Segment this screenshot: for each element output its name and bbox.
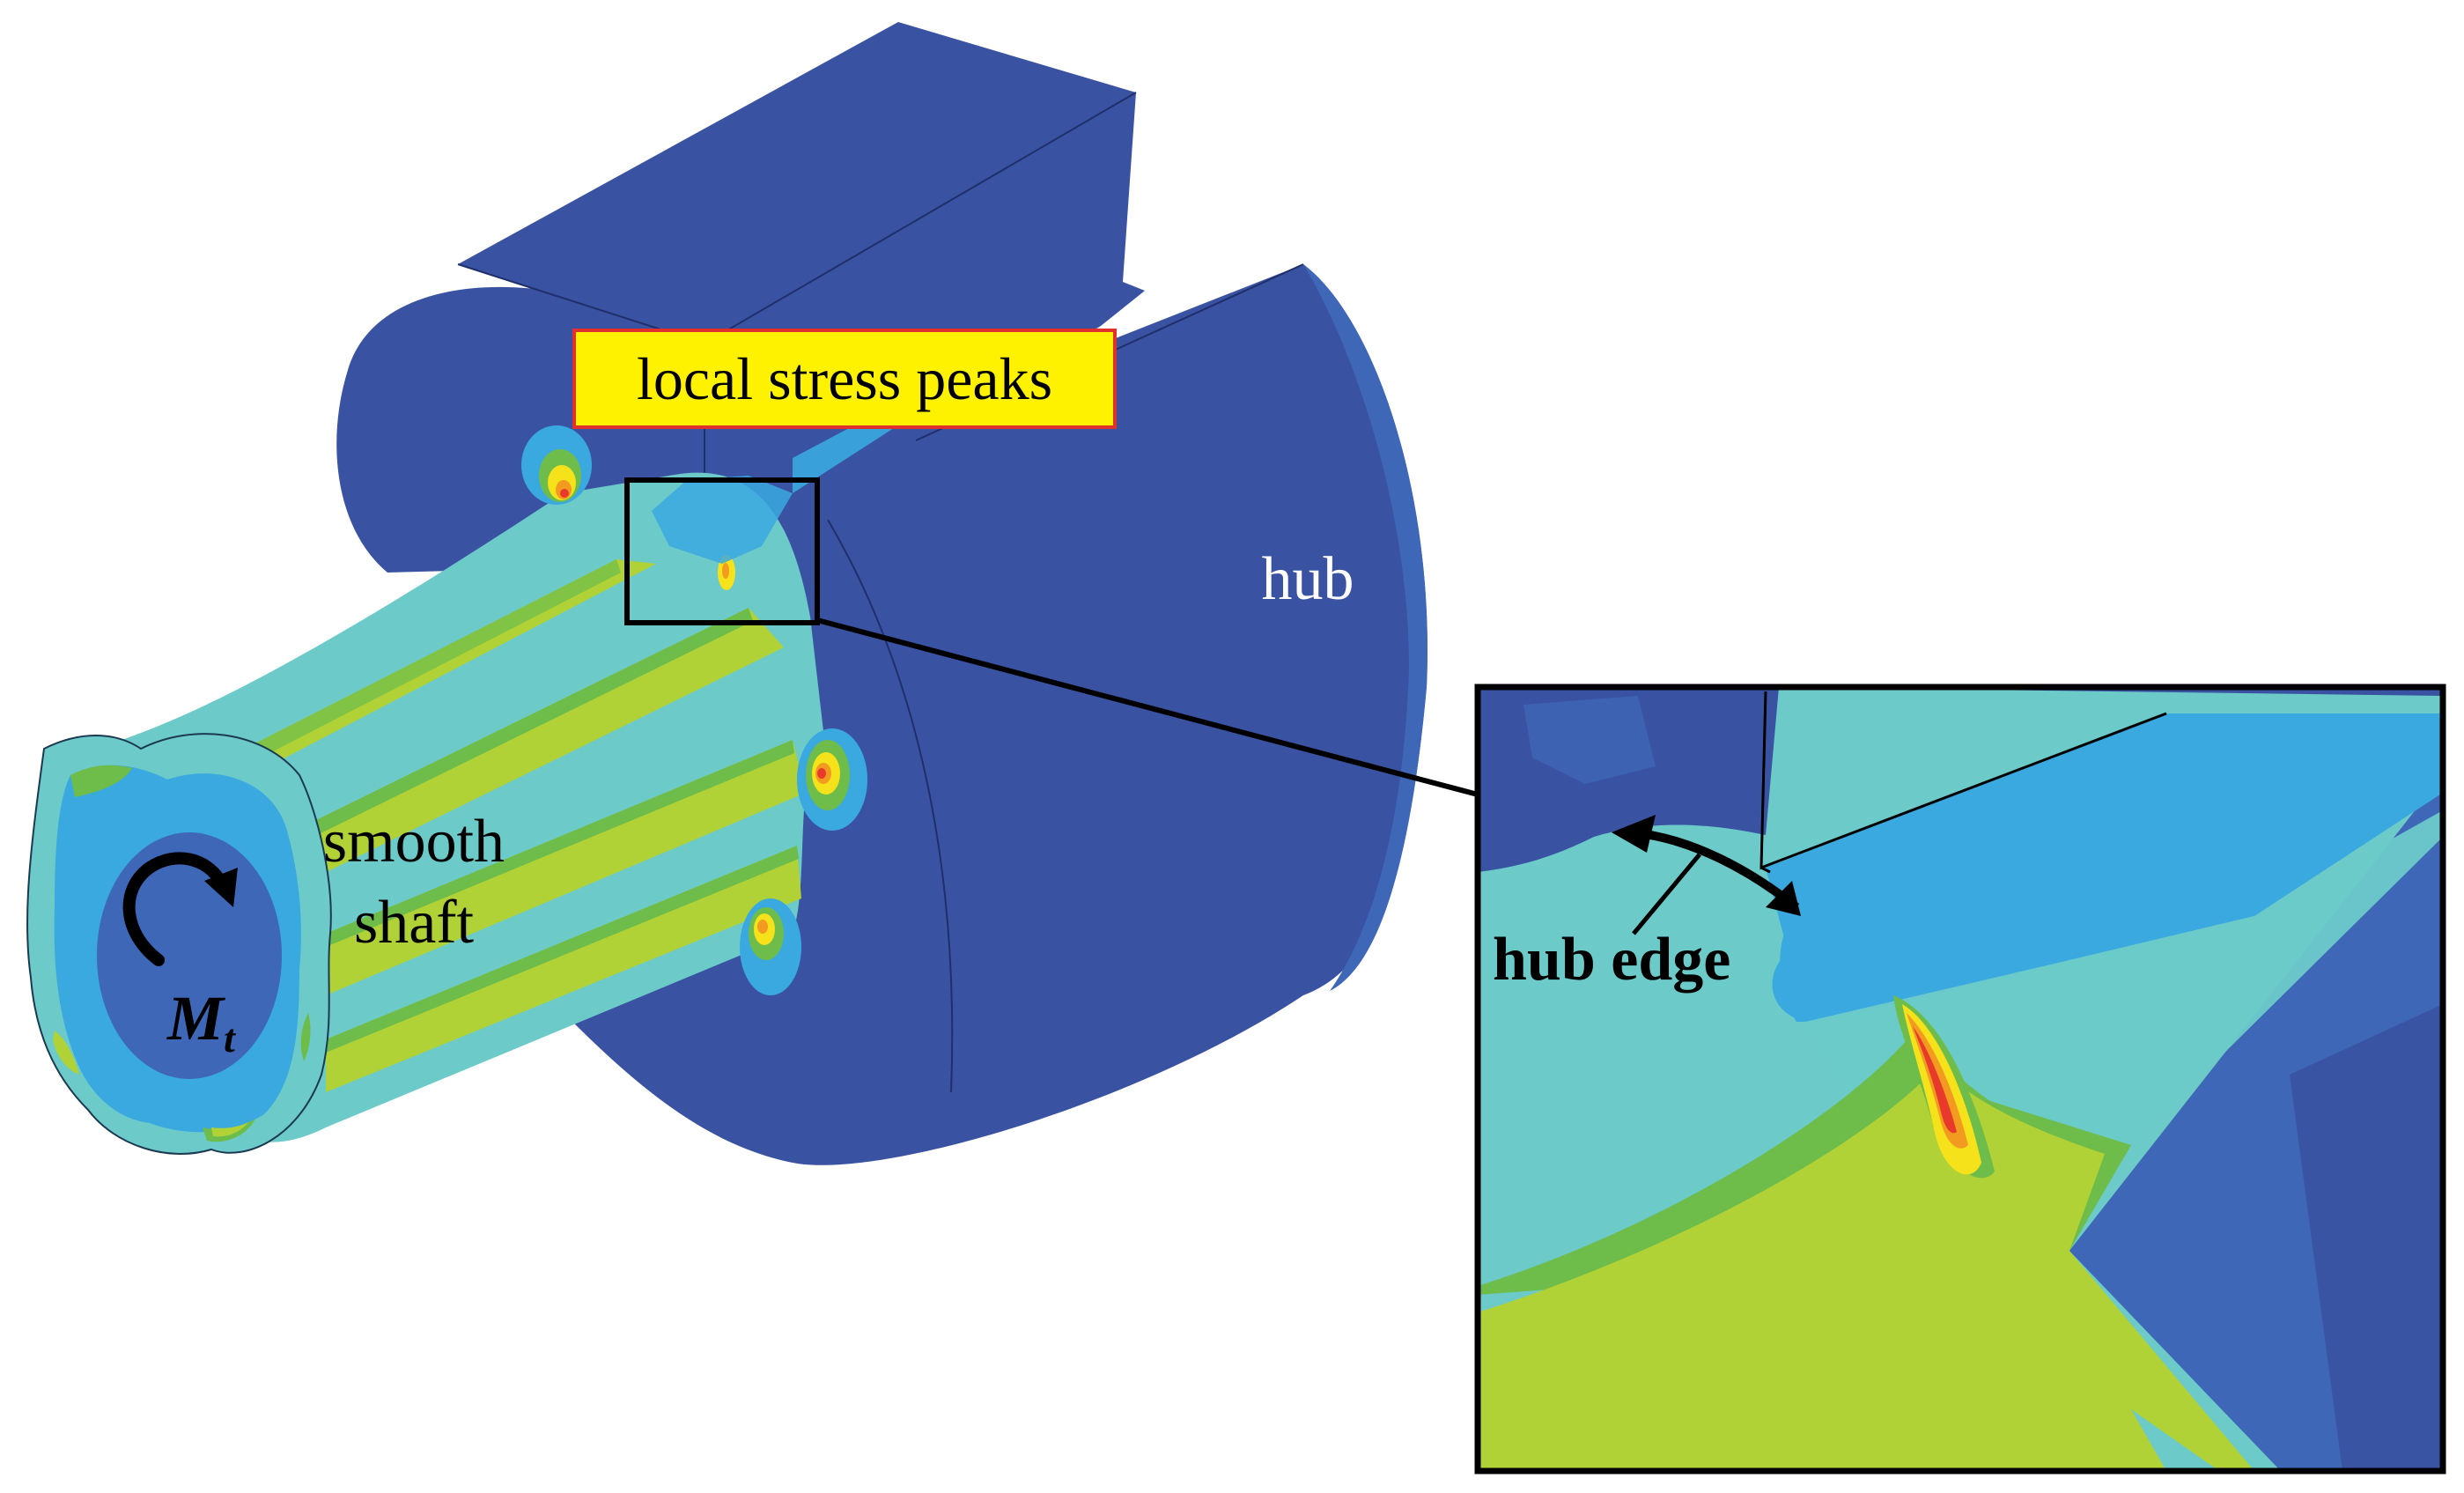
shaft-groove-3 — [326, 740, 806, 995]
stress-callout-label: local stress peaks — [637, 345, 1052, 412]
zoom-region-box — [624, 477, 820, 625]
hub-label: hub — [1262, 545, 1354, 613]
shaft-label-line1: smooth — [323, 808, 505, 876]
zoom-connector — [816, 617, 1479, 797]
hub-edge-label: hub edge — [1493, 926, 1730, 994]
torque-symbol: Mt — [122, 852, 238, 1061]
shaft-groove-2 — [264, 608, 784, 890]
detail-inset-frame — [1474, 684, 2446, 1475]
shaft-label-line2: shaft — [354, 889, 475, 957]
torque-label-sub: t — [224, 1016, 236, 1061]
torque-arrow-icon — [122, 852, 226, 966]
stress-peak-right — [797, 728, 867, 831]
hub-rim-band — [1303, 264, 1427, 991]
hub-side-face — [705, 92, 1145, 564]
detail-inset: hub edge — [1474, 684, 2446, 1475]
shaft-groove-4 — [326, 846, 801, 1092]
shaft — [26, 472, 823, 1155]
stress-callout-box — [572, 329, 1117, 429]
stress-peak-top — [521, 425, 592, 505]
stress-hotspots — [521, 425, 867, 995]
inset-stress-peak — [1893, 995, 1995, 1179]
torque-label: Mt — [166, 983, 236, 1061]
stress-callout: local stress peaks — [572, 329, 1117, 429]
stress-peak-lower — [740, 898, 801, 995]
shaft-end-core — [97, 832, 282, 1079]
hub-top-face — [458, 22, 1136, 344]
torque-label-main: M — [166, 983, 226, 1053]
